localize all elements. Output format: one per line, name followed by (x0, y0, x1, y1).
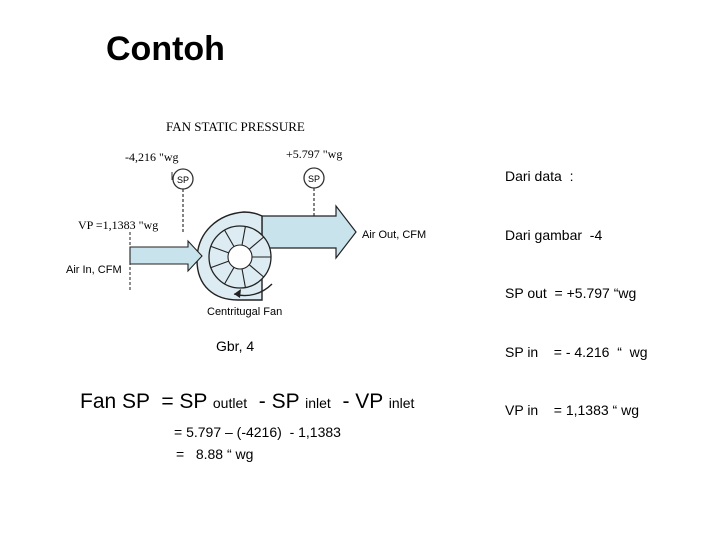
sp-in-reading: -4,216 "wg (125, 150, 179, 164)
fan-wheel (208, 225, 272, 289)
calculation-line-1: = 5.797 – (-4216) - 1,1383 (174, 424, 341, 440)
info-line: SP in = - 4.216 “ wg (505, 343, 648, 360)
vp-reading: VP =1,1383 "wg (78, 218, 158, 232)
formula-minus-sp: - SP (247, 390, 306, 413)
sp-outlet-gauge-label: SP (308, 174, 320, 184)
air-out-label: Air Out, CFM (362, 229, 426, 241)
fan-label: Centritugal Fan (207, 306, 282, 318)
sp-inlet-gauge: SP (171, 168, 194, 232)
air-out-arrow (261, 204, 357, 260)
slide-title: Contoh (106, 30, 225, 68)
formula-sub-outlet: outlet (212, 395, 248, 411)
info-panel: Dari data : Dari gambar -4 SP out = +5.7… (505, 128, 648, 440)
formula-lhs: Fan SP = SP (80, 390, 213, 413)
info-line: SP out = +5.797 “wg (505, 285, 637, 301)
sp-inlet-gauge-label: SP (177, 175, 189, 185)
info-line: VP in = 1,1383 “ wg (505, 402, 639, 418)
info-line: Dari gambar -4 (505, 226, 603, 243)
air-in-arrow (129, 239, 203, 273)
figure-caption: Gbr, 4 (216, 338, 255, 354)
sp-outlet-gauge: SP (303, 167, 325, 228)
sp-out-reading: +5.797 "wg (286, 147, 342, 161)
air-in-label: Air In, CFM (66, 264, 122, 276)
diagram-heading: FAN STATIC PRESSURE (166, 119, 305, 134)
calculation-result: = 8.88 “ wg (176, 446, 254, 462)
info-line: Dari data : (505, 168, 574, 184)
formula-minus-vp: - VP (330, 390, 389, 413)
formula-sub-inlet-vp: inlet (388, 395, 415, 411)
formula-sub-inlet: inlet (305, 395, 331, 411)
formula: Fan SP = SP outlet - SP inlet - VP inlet (80, 390, 414, 414)
